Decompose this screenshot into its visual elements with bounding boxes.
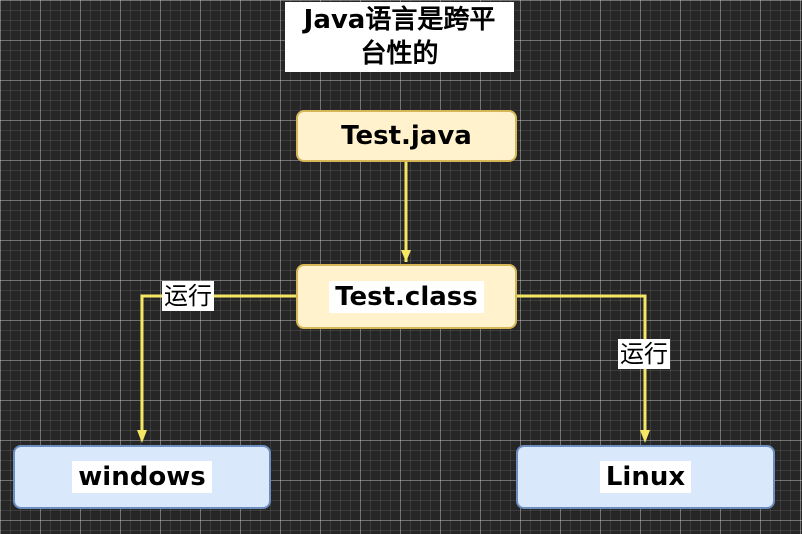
- edge-label-right: 运行: [618, 339, 670, 369]
- node-test-class[interactable]: Test.class: [296, 264, 517, 329]
- edge-class-to-linux: [516, 294, 647, 432]
- edge-java-to-class-arrowhead: [401, 250, 411, 262]
- node-test-java-label: Test.java: [341, 121, 472, 151]
- edge-class-to-windows: [140, 294, 297, 432]
- title-line-2: 台性的: [360, 39, 439, 69]
- node-test-java[interactable]: Test.java: [296, 110, 517, 162]
- node-linux-label: Linux: [599, 461, 692, 493]
- node-windows[interactable]: windows: [13, 445, 271, 509]
- title-line-1: Java语言是跨平: [303, 5, 496, 35]
- edge-class-to-windows-arrowhead: [137, 430, 147, 443]
- edge-class-to-linux-arrowhead: [640, 430, 650, 443]
- edge-label-left: 运行: [162, 281, 214, 311]
- diagram-title: Java语言是跨平 台性的: [285, 2, 514, 72]
- node-windows-label: windows: [72, 461, 212, 493]
- node-linux[interactable]: Linux: [516, 445, 775, 509]
- node-test-class-label: Test.class: [329, 280, 484, 313]
